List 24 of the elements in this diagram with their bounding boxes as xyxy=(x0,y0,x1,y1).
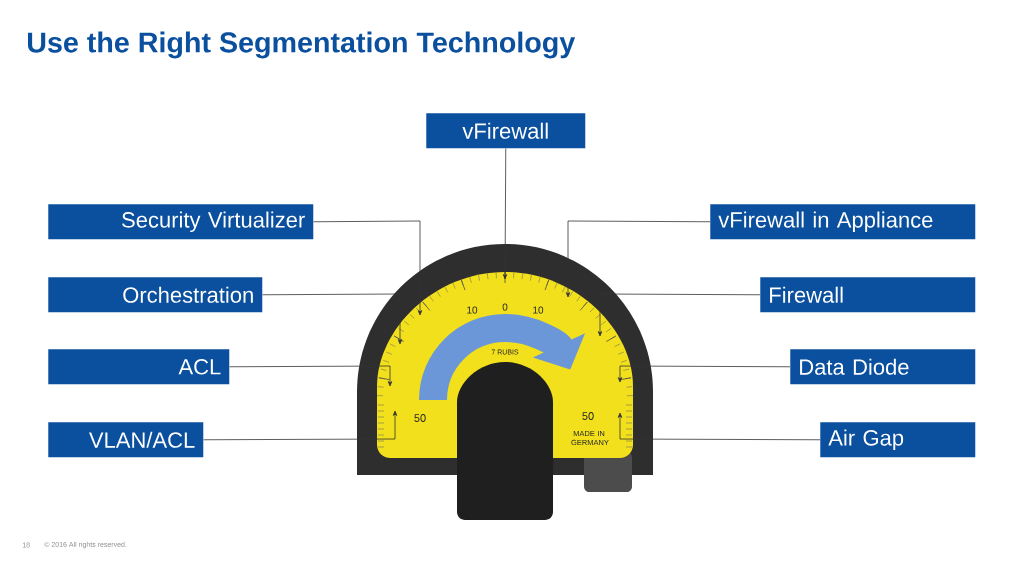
label-box: Security Virtualizer xyxy=(48,204,314,240)
label-box: VLAN/ACL xyxy=(48,422,204,458)
dial-number: 10 xyxy=(467,306,478,314)
leader-line xyxy=(617,365,791,383)
label-box: Firewall xyxy=(760,277,976,313)
dial-number: 10 xyxy=(533,306,544,314)
label-box: vFirewall in Appliance xyxy=(710,204,976,240)
dial-number: 0 xyxy=(502,303,508,311)
label-box: Orchestration xyxy=(48,277,263,313)
leader-line xyxy=(597,293,761,337)
label-box: Data Diode xyxy=(790,349,976,385)
label-box: ACL xyxy=(48,349,230,385)
leader-line xyxy=(262,293,403,345)
label-box: vFirewall xyxy=(426,113,586,149)
leader-line xyxy=(502,148,508,280)
leader-line xyxy=(617,412,821,441)
leader-line xyxy=(565,220,711,298)
leader-line xyxy=(313,220,423,316)
title: Use the Right Segmentation Technology xyxy=(28,31,576,59)
dial-number: 50 xyxy=(414,414,426,422)
dial-number: 50 xyxy=(582,412,594,420)
label-box: Air Gap xyxy=(820,422,976,458)
leader-line xyxy=(229,365,393,387)
leader-line xyxy=(203,410,398,441)
